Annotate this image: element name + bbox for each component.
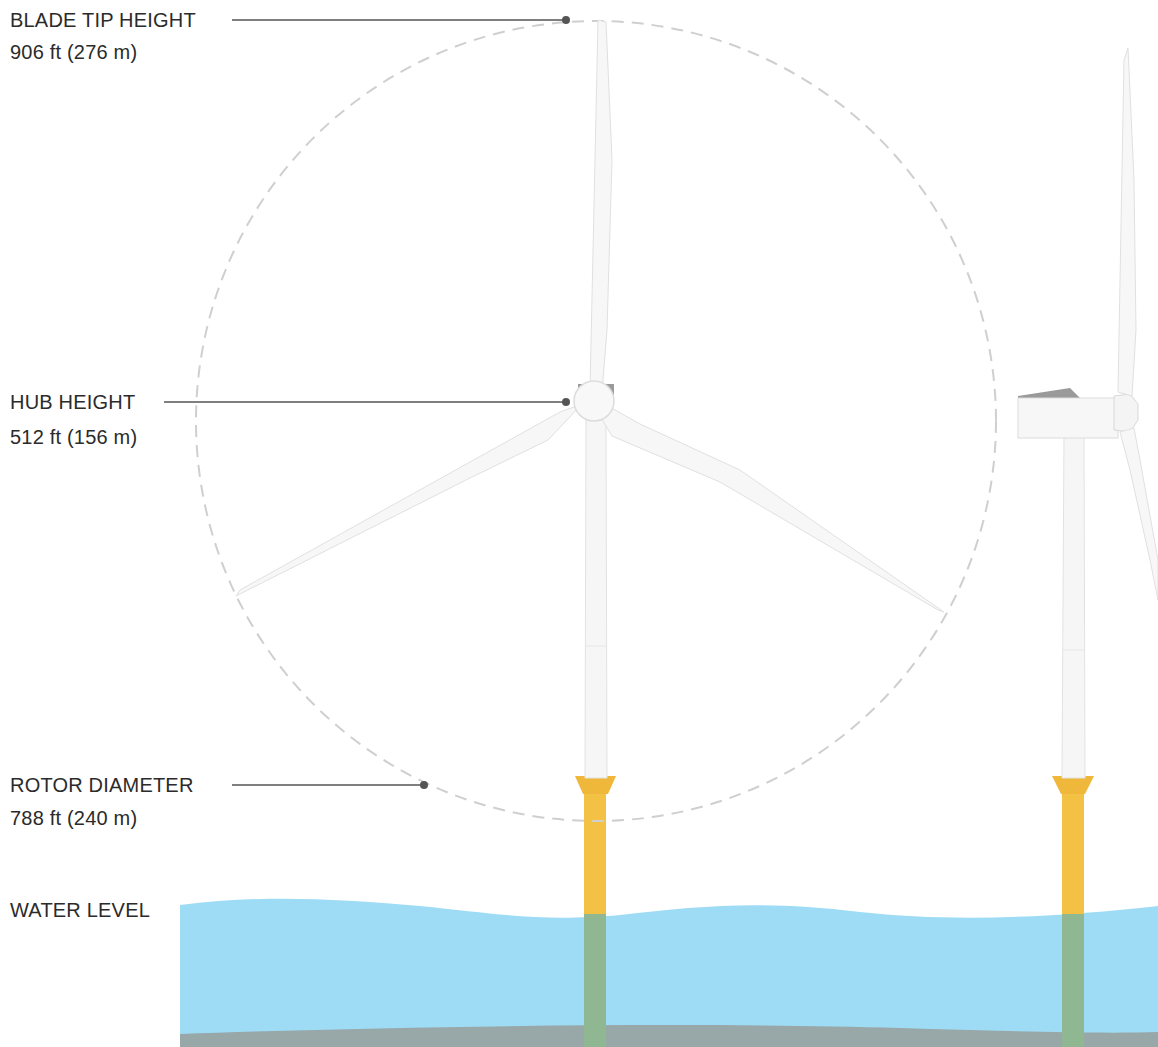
seabed <box>180 1025 1158 1047</box>
hub <box>574 381 614 421</box>
transition-piece <box>1062 790 1084 914</box>
tower-joint <box>1062 650 1085 651</box>
monopile <box>584 912 606 1047</box>
tower-joint <box>585 646 607 647</box>
dimension-value: 906 ft (276 m) <box>10 40 137 64</box>
tower <box>585 420 607 778</box>
monopile <box>1062 912 1084 1047</box>
leader-line <box>232 784 424 786</box>
dimension-name: ROTOR DIAMETER <box>10 773 194 797</box>
transition-piece <box>584 790 606 914</box>
platform <box>575 776 616 794</box>
water-label: WATER LEVEL <box>10 898 150 922</box>
leader-dot <box>420 781 428 789</box>
leader-line <box>232 19 566 21</box>
leader-line <box>164 401 566 403</box>
dimension-name: BLADE TIP HEIGHT <box>10 8 196 32</box>
rotor-circle <box>196 21 996 821</box>
dimension-name: HUB HEIGHT <box>10 390 135 414</box>
blade <box>590 20 612 392</box>
hub <box>1114 394 1138 432</box>
blade <box>236 404 582 596</box>
nacelle <box>1018 398 1118 438</box>
leader-dot <box>562 16 570 24</box>
dimension-value: 512 ft (156 m) <box>10 425 137 449</box>
blade <box>1120 428 1158 600</box>
tower <box>1062 432 1085 778</box>
blade <box>1118 48 1136 396</box>
water <box>180 899 1158 1047</box>
platform <box>1052 776 1094 794</box>
leader-dot <box>562 398 570 406</box>
dimension-value: 788 ft (240 m) <box>10 806 137 830</box>
blade <box>600 406 944 612</box>
